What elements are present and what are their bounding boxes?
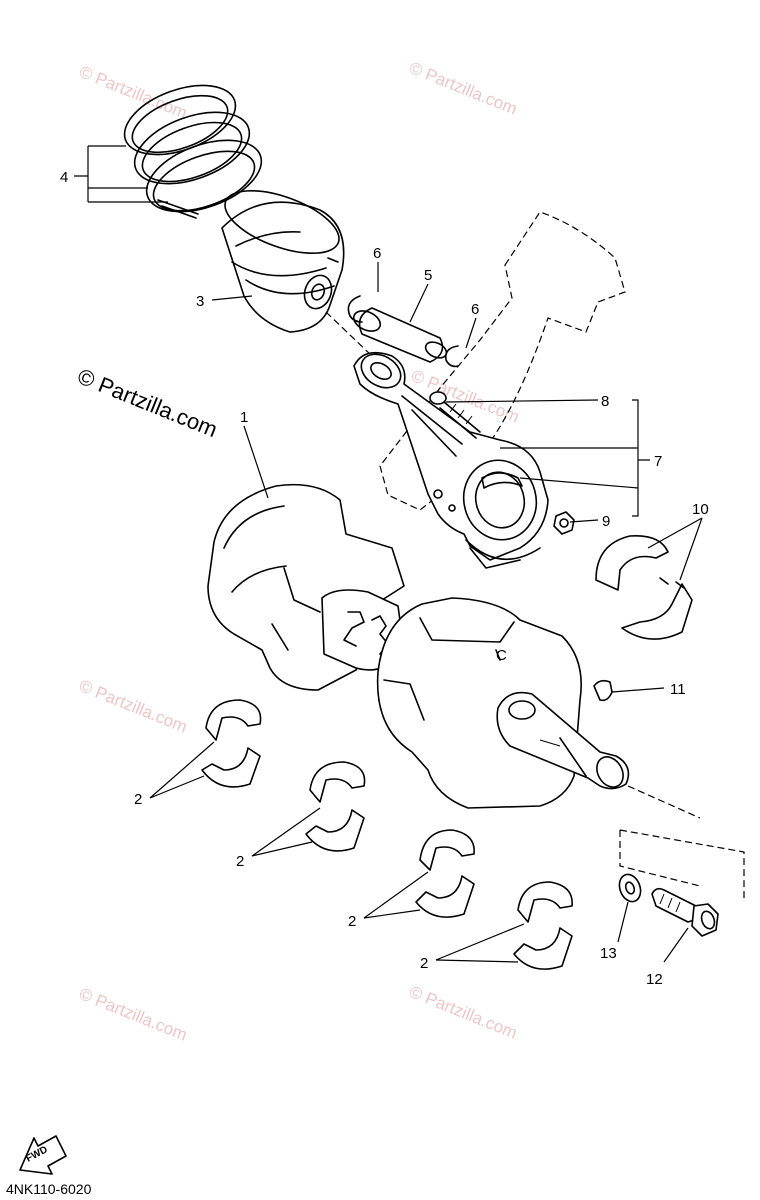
watermark: © Partzilla.com	[77, 984, 190, 1045]
callout-8: 8	[601, 393, 609, 410]
woodruff-key	[593, 679, 613, 702]
watermark: © Partzilla.com	[407, 982, 520, 1043]
rod-bearing	[481, 472, 523, 489]
callout-2: 2	[134, 791, 142, 808]
bolt-bracket	[619, 829, 745, 900]
big-end-bearing-pair	[595, 535, 693, 640]
leader-lines	[74, 145, 703, 963]
callout-4: 4	[60, 169, 68, 186]
callout-1: 1	[240, 409, 248, 426]
callout-labels: 1 2 2 2 2 3 4 5 6 6 7 8 9 10 11 12 13	[60, 169, 709, 988]
copyright-label: © Partzilla.com	[74, 363, 221, 442]
callout-3: 3	[196, 293, 204, 310]
rod-nut	[553, 511, 575, 535]
diagram-code: 4NK110-6020	[6, 1181, 92, 1197]
main-bearing-set-3	[415, 829, 475, 918]
washer	[618, 873, 642, 903]
callout-2: 2	[348, 913, 356, 930]
callout-11: 11	[670, 681, 686, 698]
crank-bolt	[651, 887, 719, 937]
callout-6: 6	[471, 301, 479, 318]
callout-12: 12	[646, 971, 663, 988]
crankshaft-mark: C	[496, 647, 507, 664]
piston-pin	[352, 307, 448, 363]
circlip-left	[347, 295, 363, 323]
watermark: © Partzilla.com	[407, 58, 520, 119]
connecting-rod	[353, 351, 549, 569]
piston	[221, 190, 345, 333]
callout-2: 2	[420, 955, 428, 972]
callout-9: 9	[602, 513, 610, 530]
main-bearing-set-2	[305, 761, 366, 852]
crank-axis-line	[627, 785, 701, 819]
main-bearing-set-4	[513, 881, 573, 970]
callout-13: 13	[600, 945, 617, 962]
callout-10: 10	[692, 501, 709, 518]
circlip-right	[444, 345, 459, 368]
callout-6: 6	[373, 245, 381, 262]
rod-bolt	[429, 391, 481, 439]
engine-block-outline	[379, 211, 626, 511]
fwd-arrow: FWD	[19, 1135, 67, 1175]
callout-7: 7	[654, 453, 662, 470]
callout-5: 5	[424, 267, 432, 284]
callout-2: 2	[236, 853, 244, 870]
piston-ring-set	[123, 84, 263, 219]
crankshaft: C	[207, 483, 630, 809]
main-bearing-set-1	[201, 699, 262, 788]
watermark: © Partzilla.com	[77, 676, 190, 737]
watermark: © Partzilla.com	[77, 62, 190, 123]
